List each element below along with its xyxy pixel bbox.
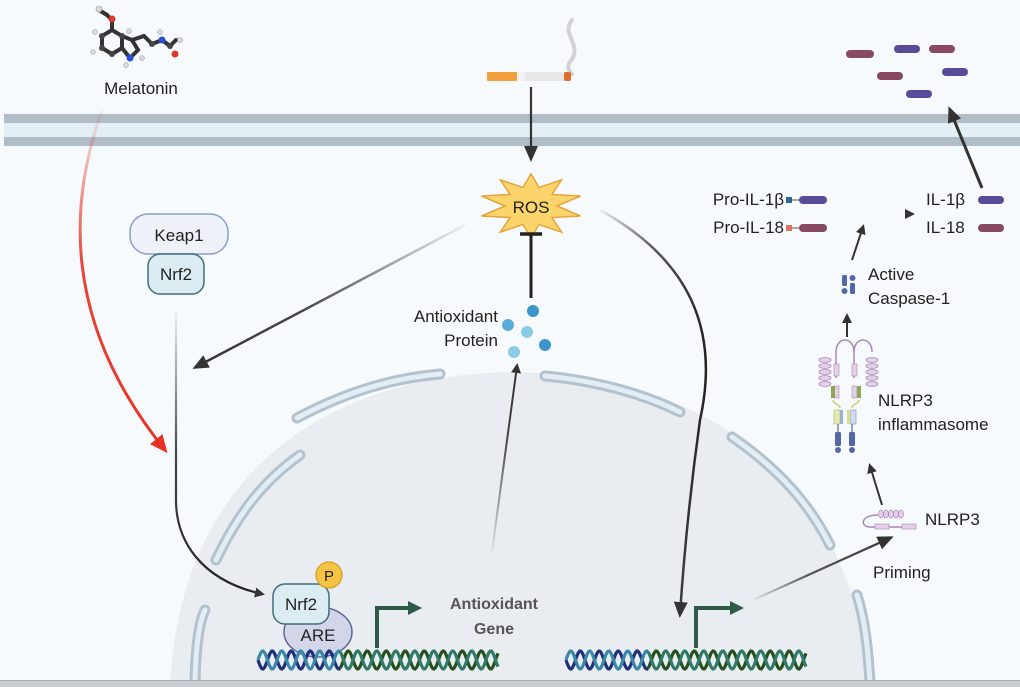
pro-il1b-label: Pro-IL-1β	[713, 190, 784, 209]
il18-label: IL-18	[926, 218, 965, 237]
dna-strand	[256, 649, 341, 671]
transcription-arrow-inflammatory	[694, 601, 744, 648]
cigarette-smoke-icon	[487, 18, 577, 81]
antioxidant-protein-dots	[502, 305, 551, 358]
arrow-melatonin-to-nrf2	[78, 109, 168, 454]
cell-membrane	[4, 114, 1020, 146]
dna-strand	[256, 649, 341, 671]
dna-strand	[338, 649, 500, 671]
dna-helix-icon	[256, 649, 500, 671]
melatonin-label: Melatonin	[104, 79, 178, 98]
il1b-label: IL-1β	[926, 190, 965, 209]
nlrp3-inflammasome-label-1: NLRP3	[878, 391, 933, 410]
melatonin-molecule-icon	[90, 5, 183, 68]
active-caspase-label-1: Active	[868, 265, 914, 284]
dna-helix-icon	[564, 649, 808, 671]
nrf2-box	[147, 253, 205, 295]
priming-label: Priming	[873, 563, 931, 582]
nlrp3-inflammasome-label-2: inflammasome	[878, 415, 989, 434]
keap1-nrf2-complex: Keap1 Nrf2	[129, 213, 229, 295]
nlrp3-protein-icon	[862, 509, 917, 530]
keap1-label: Keap1	[154, 226, 203, 245]
arrow-gene-to-protein	[491, 363, 522, 553]
nuclear-envelope	[189, 368, 876, 687]
arrow-ros-to-nrf2	[192, 223, 466, 369]
antioxidant-gene-label-2: Gene	[474, 621, 514, 638]
nrf2-are-complex: ARE Nrf2 P	[272, 561, 353, 658]
antioxidant-protein-label-2: Protein	[444, 331, 498, 350]
bottom-border	[0, 681, 1020, 687]
nrf2-cytoplasm-label: Nrf2	[160, 265, 192, 284]
phospho-label: P	[324, 568, 334, 585]
dna-strand	[564, 649, 649, 671]
pro-il18-icon	[786, 224, 827, 232]
released-cytokines	[846, 45, 968, 98]
arrow-caspase-to-cleavage	[851, 224, 866, 261]
pro-il18-label: Pro-IL-18	[713, 218, 784, 237]
nlrp3-label: NLRP3	[925, 510, 980, 529]
arrow-priming	[752, 536, 894, 602]
arrow-ros-to-dna	[599, 208, 708, 618]
are-label: ARE	[301, 626, 336, 645]
arrow-il1b-release	[948, 106, 984, 189]
caspase-icon	[841, 275, 856, 294]
ros-label: ROS	[513, 198, 550, 217]
nrf2-nucleus-label: Nrf2	[285, 595, 317, 614]
phospho-badge	[315, 561, 343, 589]
antioxidant-protein-label-1: Antioxidant	[414, 307, 498, 326]
transcription-arrow-antioxidant	[375, 601, 422, 648]
pro-il1b-icon	[786, 196, 827, 204]
dna-strand	[564, 649, 649, 671]
arrow-nrf2-translocation	[174, 312, 265, 598]
inflammasome-icon	[818, 339, 879, 453]
active-caspase-label-2: Caspase-1	[868, 289, 950, 308]
arrow-nlrp3-to-inflammasome	[867, 463, 883, 506]
antioxidant-gene-label-1: Antioxidant	[450, 596, 539, 613]
dna-strand	[646, 649, 808, 671]
inhibition-bar	[520, 232, 542, 298]
nrf2-nucleus-box	[272, 583, 330, 625]
